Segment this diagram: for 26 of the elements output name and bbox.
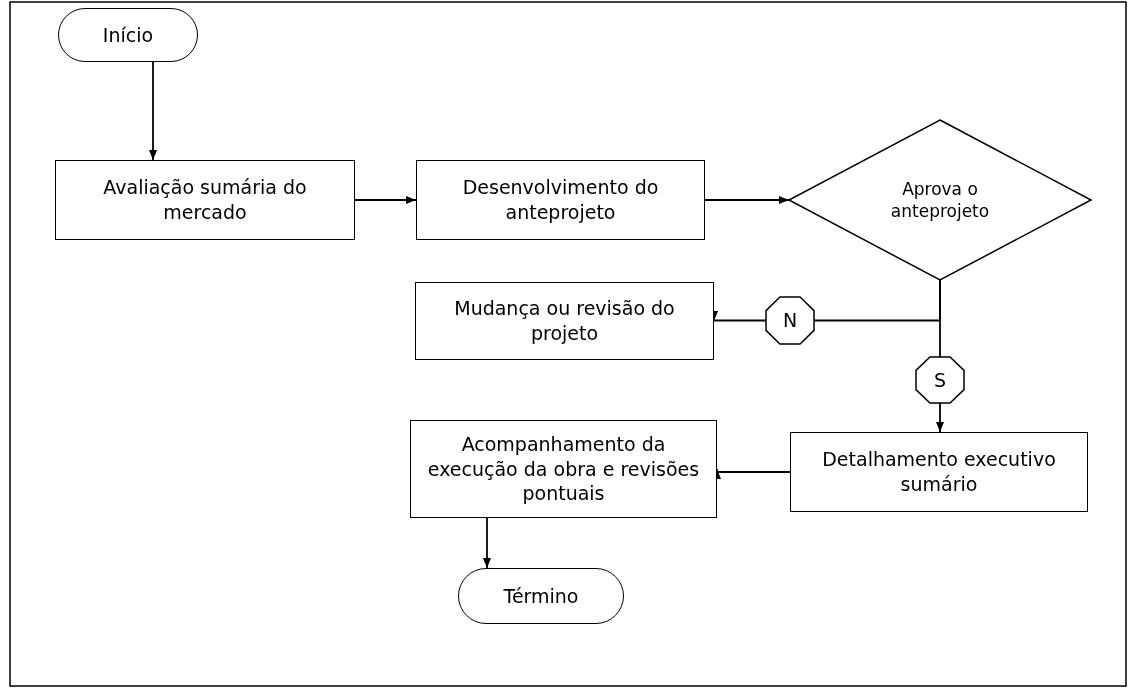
process-box: [55, 160, 355, 240]
process-box: [410, 420, 717, 518]
arrow: [149, 61, 157, 161]
decision-diamond: [789, 120, 1091, 280]
connector-octagon: [766, 297, 814, 344]
connector-octagon: [916, 357, 964, 403]
terminal-pill: [458, 568, 624, 624]
node-label: Término: [503, 583, 579, 609]
arrow: [354, 196, 417, 204]
node-label: Desenvolvimento do anteprojeto: [461, 175, 660, 225]
node-label: N: [782, 308, 798, 333]
node-label: Início: [102, 22, 154, 48]
node-label: Mudança ou revisão do projeto: [453, 296, 676, 346]
node-label: Avaliação sumária do mercado: [102, 175, 308, 225]
terminal-pill: [58, 8, 198, 62]
process-box: [416, 160, 705, 240]
process-box: [415, 282, 714, 360]
arrow: [704, 196, 790, 204]
node-label: S: [933, 367, 947, 393]
process-box: [790, 432, 1088, 512]
node-label: Detalhamento executivo sumário: [821, 447, 1057, 497]
arrow: [483, 517, 491, 569]
arrow: [936, 402, 944, 433]
node-label: Acompanhamento da execução da obra e revisões pontuais: [426, 431, 701, 507]
node-label: Aprova o anteprojeto: [889, 177, 991, 223]
connector-line: [939, 279, 941, 358]
